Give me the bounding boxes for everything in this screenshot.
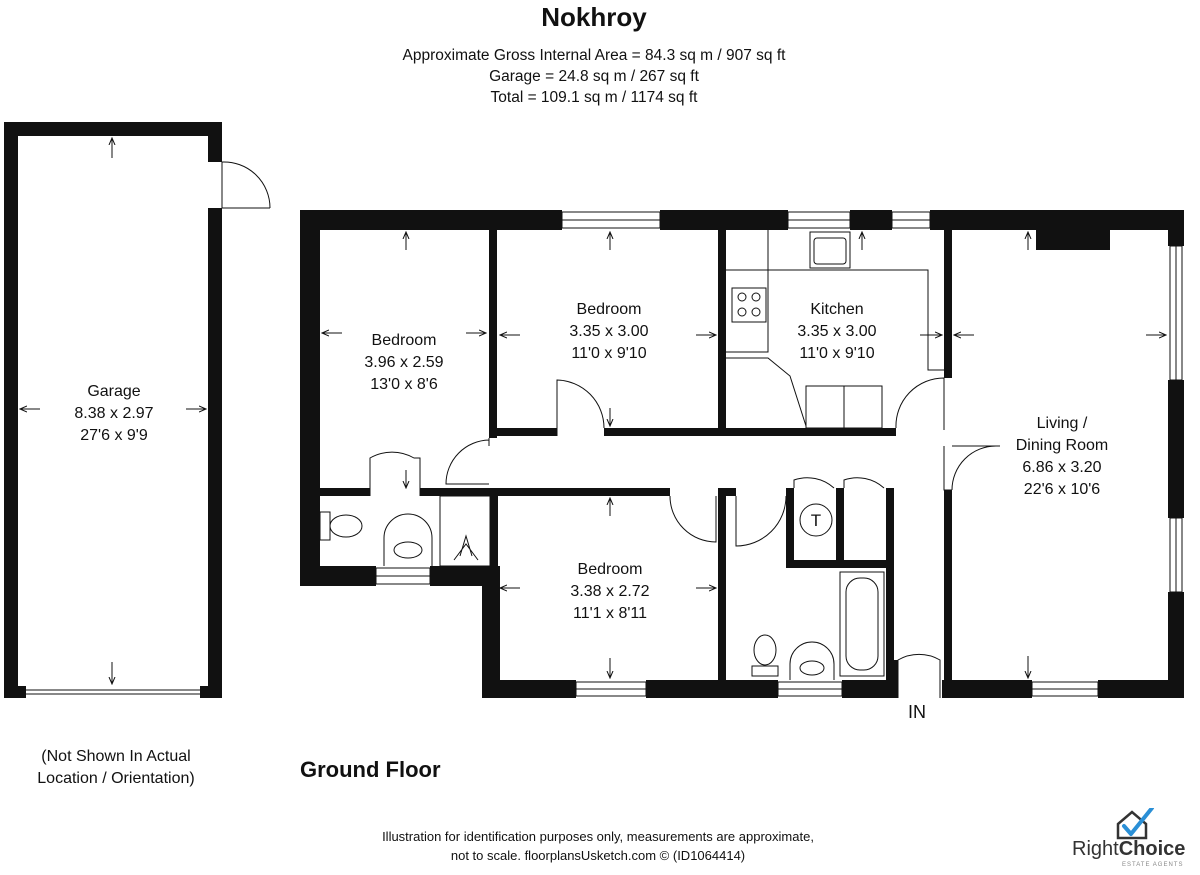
floor-label: Ground Floor (300, 757, 441, 782)
brand-tagline: ESTATE AGENTS (1122, 862, 1184, 868)
living-metric: 6.86 x 3.20 (1022, 459, 1101, 476)
garage-area: Garage = 24.8 sq m / 267 sq ft (489, 68, 699, 85)
disclaimer-line1: Illustration for identification purposes… (382, 829, 814, 844)
garage-name: Garage (87, 383, 140, 400)
doors (369, 377, 1000, 698)
bedroom-2-imperial: 11'0 x 9'10 (571, 345, 646, 362)
bedroom-3-imperial: 11'1 x 8'11 (573, 605, 647, 622)
gross-internal-area: Approximate Gross Internal Area = 84.3 s… (402, 47, 786, 64)
garage-note-line1: (Not Shown In Actual (41, 748, 191, 765)
brand-logo: RightChoice ESTATE AGENTS (1070, 808, 1200, 868)
bedroom-1-metric: 3.96 x 2.59 (364, 354, 443, 371)
bedroom-2-name: Bedroom (577, 301, 642, 318)
kitchen-imperial: 11'0 x 9'10 (799, 345, 874, 362)
disclaimer-line2: not to scale. floorplansUsketch.com © (I… (450, 848, 746, 863)
bedroom-3-name: Bedroom (578, 561, 643, 578)
garage-imperial: 27'6 x 9'9 (80, 427, 148, 444)
windows (375, 211, 1183, 697)
house-check-icon (1116, 808, 1154, 840)
room-labels: Garage 8.38 x 2.97 27'6 x 9'9 Bedroom 3.… (74, 301, 1108, 622)
kitchen-name: Kitchen (810, 301, 863, 318)
kitchen-metric: 3.35 x 3.00 (797, 323, 876, 340)
room-dimension-arrows (322, 232, 1166, 678)
living-name-line1: Living / (1037, 415, 1088, 432)
bedroom-1-imperial: 13'0 x 8'6 (370, 376, 438, 393)
bedroom-2-metric: 3.35 x 3.00 (569, 323, 648, 340)
garage-dimension-arrows (20, 138, 206, 684)
bedroom-3-metric: 3.38 x 2.72 (570, 583, 649, 600)
garage-structure (4, 122, 271, 698)
living-imperial: 22'6 x 10'6 (1024, 481, 1100, 498)
garage-note-line2: Location / Orientation) (37, 770, 195, 787)
total-area: Total = 109.1 sq m / 1174 sq ft (490, 89, 698, 106)
fixtures (319, 230, 944, 680)
plan-title: Nokhroy (541, 2, 647, 32)
entrance-label: IN (908, 702, 926, 722)
garage-metric: 8.38 x 2.97 (74, 405, 153, 422)
cylinder-cupboard-label: T (811, 511, 821, 530)
brand-name: RightChoice (1072, 838, 1186, 860)
living-name-line2: Dining Room (1016, 437, 1108, 454)
bedroom-1-name: Bedroom (372, 332, 437, 349)
house-walls (300, 210, 1184, 698)
